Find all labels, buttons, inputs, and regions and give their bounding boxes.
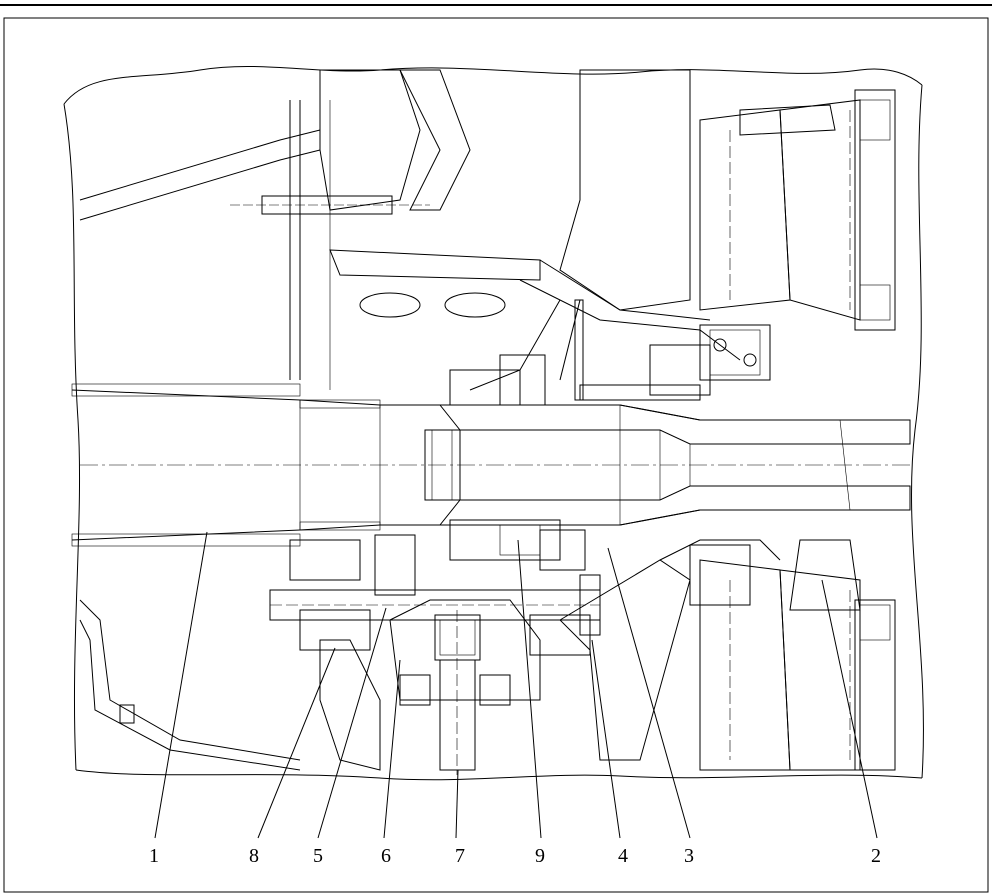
leader-lines xyxy=(155,532,877,838)
callout-3: 3 xyxy=(684,845,694,867)
leader-4 xyxy=(592,640,620,838)
upper-casing xyxy=(80,70,740,400)
lower-gearbox xyxy=(80,520,780,775)
drawing-boundary xyxy=(64,66,923,779)
leader-8 xyxy=(258,648,335,838)
upper-bearings xyxy=(450,325,770,405)
callout-4: 4 xyxy=(618,845,628,867)
callout-8: 8 xyxy=(249,845,259,867)
leader-2 xyxy=(822,580,877,838)
callout-1: 1 xyxy=(149,845,159,867)
callout-6: 6 xyxy=(381,845,391,867)
leader-7 xyxy=(456,770,458,838)
callout-7: 7 xyxy=(455,845,465,867)
figure-frame xyxy=(4,18,988,892)
leader-5 xyxy=(318,608,386,838)
leader-6 xyxy=(384,660,400,838)
turbine-blades xyxy=(700,90,895,770)
callout-2: 2 xyxy=(871,845,881,867)
callout-labels: 1 8 5 6 7 9 4 3 2 xyxy=(149,845,881,867)
central-shaft xyxy=(72,384,910,546)
leader-9 xyxy=(518,540,541,838)
leader-3 xyxy=(608,548,690,838)
callout-5: 5 xyxy=(313,845,323,867)
leader-1 xyxy=(155,532,207,838)
callout-9: 9 xyxy=(535,845,545,867)
